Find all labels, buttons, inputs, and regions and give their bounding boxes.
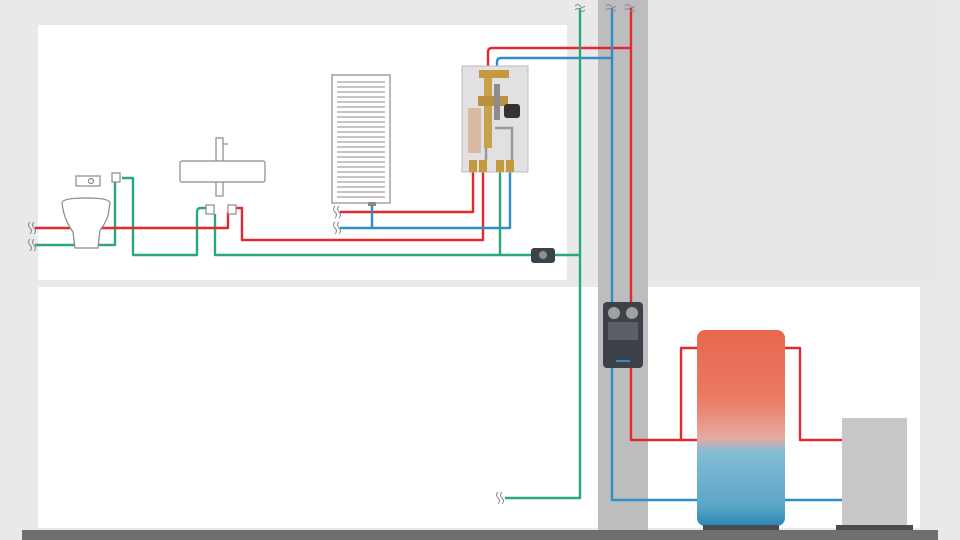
service-shaft [598,0,648,530]
controller-display [608,322,638,340]
station-connection [469,160,477,172]
controller-indicator [616,360,630,362]
break-icon [28,238,36,252]
break-icon [624,4,636,12]
radiator-frame [331,74,391,204]
pump-icon [531,248,555,263]
basin-cold-valve-icon [205,204,215,215]
station-connection [496,160,504,172]
station-internal-piping [484,126,514,160]
break-icon [574,4,586,12]
radiator-valve-icon [368,202,376,206]
hot-feed-station-pipe [486,46,631,70]
basin [179,160,266,183]
basin-hot-valve-icon [227,204,237,215]
break-icon [605,4,617,12]
lower-room [38,287,920,528]
tank-body [697,330,785,526]
controller-gauge-left [608,307,620,319]
upper-right-wall [648,0,935,280]
radiator-return-pipe [340,172,512,230]
radiator-slats [337,81,385,198]
station-vertical-pipe [484,78,492,148]
flush-button [87,177,95,185]
station-sensor [494,84,500,120]
toilet-cold-pipe [35,180,117,247]
toilet-basin-link-pipe [122,176,210,257]
hot-riser-pipe [629,8,697,442]
cold-riser-pipe [610,8,697,502]
tank-loop-left-pipe [679,346,697,440]
pipes [35,8,842,502]
station-hot-basin-pipe [236,172,485,242]
toilet-bowl [61,197,111,249]
pump-impeller [539,251,547,259]
controller-icon [603,302,643,368]
radiator-flow-pipe [340,172,475,214]
break-icon [496,491,504,505]
cold-feed-station-pipe [495,56,612,70]
apartment-station-icon [461,65,529,173]
break-icon [28,221,36,235]
radiator-icon [331,74,391,206]
toilet-icon [61,172,121,249]
station-top-manifold [479,70,509,78]
tank-base [703,525,779,530]
tank-icon [697,330,785,530]
pipe-break-icons [28,4,636,505]
heat-exchanger-icon [468,108,481,153]
boiler-body [842,418,907,526]
station-actuator-icon [504,104,520,118]
break-icon [333,205,341,219]
circulation-riser-pipe [505,8,582,500]
station-connection [506,160,514,172]
station-connections [469,160,514,172]
controller-gauge-right [626,307,638,319]
boiler-icon [836,418,913,530]
tank-loop-right-pipe [785,346,842,442]
station-connection [479,160,487,172]
station-valve-block [478,96,508,106]
break-icon [333,221,341,235]
toilet-valve-icon [111,172,121,183]
boiler-base [836,525,913,530]
floor-slab [22,530,938,540]
sink-icon [179,137,266,215]
